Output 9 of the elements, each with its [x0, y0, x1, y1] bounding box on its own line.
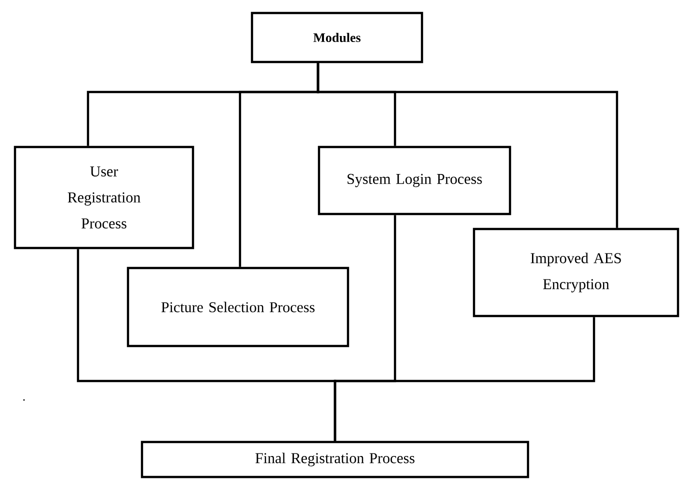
process-box: System Login Process: [318, 146, 512, 216]
process-box: Final Registration Process: [140, 440, 530, 478]
process-box: Improved AES Encryption: [472, 228, 680, 318]
connector-line: [316, 63, 618, 228]
process-box: User Registration Process: [14, 146, 194, 250]
connector-line: [334, 317, 596, 441]
process-box: Modules: [250, 12, 424, 64]
dot-mark: .: [23, 399, 25, 401]
process-box: Picture Selection Process: [126, 266, 350, 348]
